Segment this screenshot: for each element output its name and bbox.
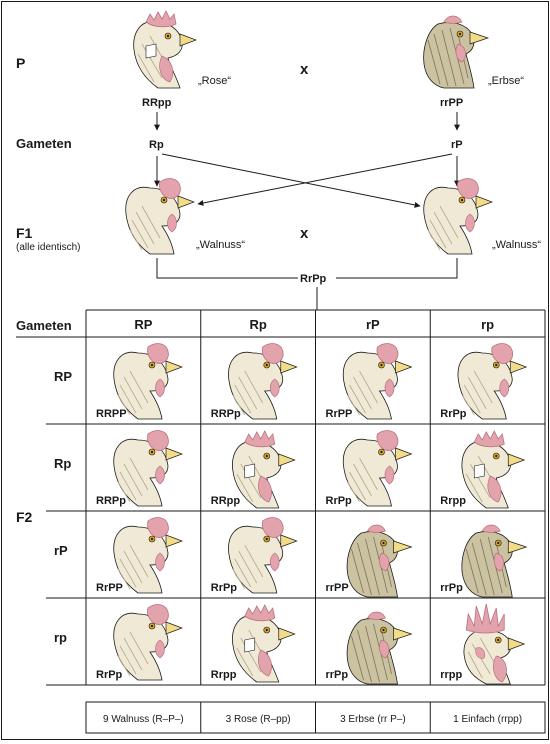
row-label-f1: F1 — [16, 225, 33, 241]
rose-chicken-icon — [231, 604, 296, 683]
parent-left-genotype: RRpp — [142, 97, 172, 109]
f1-right-name: „Walnuss“ — [492, 239, 541, 251]
parent-left-name: „Rose“ — [198, 75, 231, 87]
parent-pea-chicken-icon — [423, 15, 489, 89]
walnut-chicken-icon — [227, 517, 298, 594]
row-header: rP — [54, 543, 68, 558]
rose-chicken-icon — [231, 430, 296, 509]
cell-genotype: RRPp — [211, 408, 241, 420]
gametes-label-p: Gameten — [16, 136, 72, 151]
walnut-chicken-icon — [113, 604, 183, 681]
row-label-p: P — [16, 55, 25, 71]
rose-chicken-icon — [461, 430, 525, 509]
f1-left-name: „Walnuss“ — [196, 239, 245, 251]
f1-right-walnut-chicken-icon — [423, 178, 493, 255]
pea-chicken-icon — [461, 524, 527, 598]
f1-note: (alle identisch) — [16, 242, 80, 253]
summary-label: 3 Rose (R–pp) — [226, 714, 291, 725]
cell-genotype: rrPp — [326, 669, 349, 681]
cell-genotype: RrPp — [211, 582, 238, 594]
summary-label: 9 Walnuss (R–P–) — [103, 714, 184, 725]
gamete-left: Rp — [149, 139, 164, 151]
cross-symbol-f1: x — [300, 225, 309, 242]
parent-rose-chicken-icon — [133, 10, 197, 89]
row-header: Rp — [54, 456, 71, 471]
col-header: RP — [134, 317, 152, 332]
summary-label: 3 Erbse (rr P–) — [340, 714, 406, 725]
cell-genotype: rrPP — [326, 582, 349, 594]
cell-genotype: rrpp — [440, 669, 462, 681]
walnut-chicken-icon — [342, 343, 412, 420]
col-header: Rp — [249, 317, 266, 332]
f1-bracket — [156, 258, 458, 279]
walnut-chicken-icon — [457, 343, 527, 420]
cell-genotype: RrPp — [96, 669, 123, 681]
row-header: rp — [54, 630, 67, 645]
walnut-chicken-icon — [113, 517, 183, 594]
col-header: rp — [481, 317, 494, 332]
gamete-right: rP — [451, 139, 463, 151]
arrow-cross-right-to-left — [197, 153, 453, 206]
cell-genotype: Rrpp — [440, 495, 466, 507]
cell-genotype: RRPp — [96, 495, 126, 507]
row-label-f2: F2 — [16, 509, 33, 525]
cell-genotype: RrPP — [96, 582, 123, 594]
f1-left-walnut-chicken-icon — [125, 178, 195, 255]
cell-genotype: rrPp — [440, 582, 463, 594]
cell-genotype: RrPp — [440, 408, 467, 420]
pea-chicken-icon — [346, 611, 412, 685]
col-header: rP — [366, 317, 380, 332]
parent-right-name: „Erbse“ — [488, 75, 524, 87]
cell-genotype: RrPp — [326, 495, 353, 507]
cell-genotype: RrPP — [326, 408, 353, 420]
walnut-chicken-icon — [342, 430, 412, 507]
cell-genotype: RRpp — [211, 495, 241, 507]
arrow-cross-left-to-right — [161, 153, 421, 208]
single-chicken-icon — [463, 603, 525, 685]
f1-genotype: RrPp — [300, 273, 327, 285]
cell-genotype: Rrpp — [211, 669, 237, 681]
parent-right-genotype: rrPP — [440, 97, 463, 109]
summary-label: 1 Einfach (rrpp) — [453, 714, 522, 725]
pea-chicken-icon — [346, 524, 412, 598]
row-header: RP — [54, 369, 72, 384]
cell-genotype: RRPP — [96, 408, 127, 420]
gametes-label-f2: Gameten — [16, 318, 72, 333]
cross-symbol-p: x — [300, 61, 309, 78]
